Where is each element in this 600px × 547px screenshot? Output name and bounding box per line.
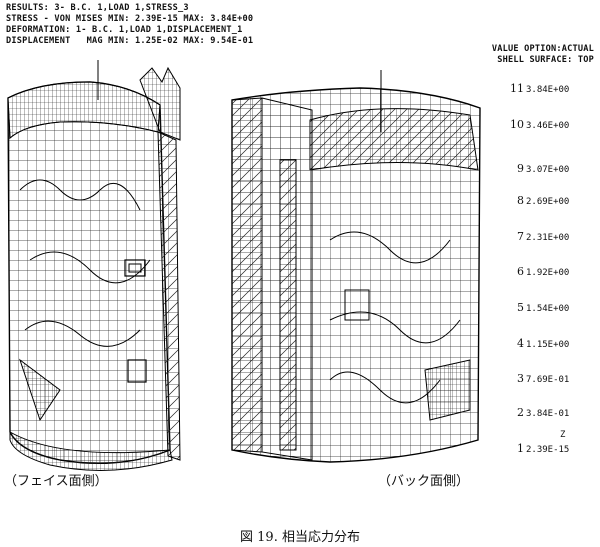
legend-level: 2 bbox=[517, 406, 524, 419]
legend-level: 3 bbox=[517, 372, 524, 385]
legend-level: 4 bbox=[517, 337, 524, 350]
stress-line: STRESS - VON MISES MIN: 2.39E-15 MAX: 3.… bbox=[6, 14, 254, 24]
face-side-model bbox=[7, 60, 181, 471]
value-option-line: VALUE OPTION:ACTUAL bbox=[491, 44, 594, 54]
back-side-model bbox=[231, 70, 481, 463]
shell-surface-line: SHELL SURFACE: TOP bbox=[497, 55, 594, 65]
legend-level: 7 bbox=[517, 230, 524, 243]
displacement-line: DISPLACEMENT MAG MIN: 1.25E-02 MAX: 9.54… bbox=[6, 36, 254, 46]
legend-level: 1 bbox=[517, 442, 524, 455]
legend-value: 2.39E-15 bbox=[526, 445, 570, 455]
display-options: VALUE OPTION:ACTUAL SHELL SURFACE: TOP bbox=[492, 44, 594, 66]
legend-value: 1.15E+00 bbox=[526, 340, 570, 350]
legend-value: 3.84E-01 bbox=[526, 409, 570, 419]
results-header: RESULTS: 3- B.C. 1,LOAD 1,STRESS_3 STRES… bbox=[6, 3, 253, 47]
legend-value: 2.31E+00 bbox=[526, 233, 570, 243]
legend-level: 10 bbox=[510, 118, 524, 131]
legend-level: 5 bbox=[517, 301, 524, 314]
legend-value: 3.46E+00 bbox=[526, 121, 570, 131]
legend-level: 6 bbox=[517, 265, 524, 278]
legend-value: 3.07E+00 bbox=[526, 165, 570, 175]
z-axis-indicator: Z bbox=[560, 430, 565, 440]
results-line: RESULTS: 3- B.C. 1,LOAD 1,STRESS_3 bbox=[6, 3, 189, 13]
deformation-line: DEFORMATION: 1- B.C. 1,LOAD 1,DISPLACEME… bbox=[6, 25, 243, 35]
back-side-label: （バック面側） bbox=[378, 474, 470, 489]
legend-value: 3.84E+00 bbox=[526, 85, 570, 95]
legend-level: 9 bbox=[517, 162, 524, 175]
legend-value: 1.92E+00 bbox=[526, 268, 570, 278]
legend-value: 7.69E-01 bbox=[526, 375, 570, 385]
legend-level: 11 bbox=[510, 82, 524, 95]
legend-value: 2.69E+00 bbox=[526, 197, 570, 207]
legend-value: 1.54E+00 bbox=[526, 304, 570, 314]
legend-level: 8 bbox=[517, 194, 524, 207]
face-side-label: （フェイス面側） bbox=[4, 474, 108, 489]
figure-caption: 図 19. 相当応力分布 bbox=[240, 530, 360, 545]
fem-mesh-figure bbox=[7, 60, 481, 471]
z-axis-label: Z bbox=[560, 430, 566, 440]
